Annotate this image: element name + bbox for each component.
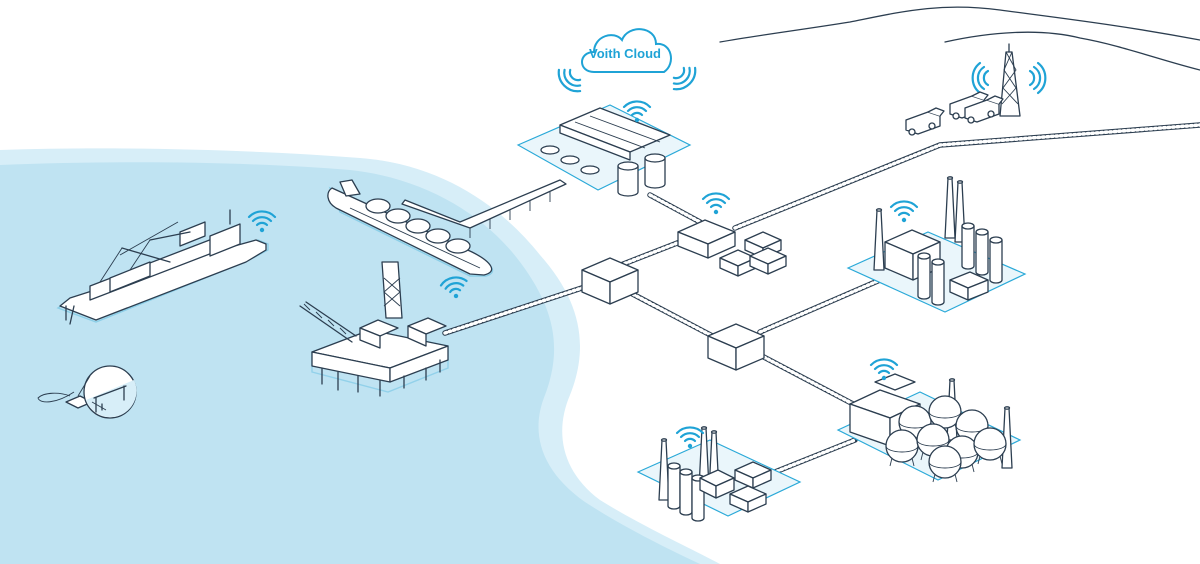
processing-plant bbox=[516, 100, 692, 197]
subsea-equipment bbox=[37, 365, 137, 419]
truck-icon bbox=[905, 91, 1004, 136]
mountains bbox=[719, 6, 1200, 71]
ship-icon bbox=[56, 209, 277, 325]
cloud-label: Voith Cloud bbox=[589, 46, 661, 61]
factory-icon bbox=[846, 176, 1027, 313]
tank-farm-icon bbox=[836, 358, 1022, 483]
refinery-icon bbox=[636, 426, 802, 522]
tanker-icon bbox=[327, 179, 494, 277]
control-station bbox=[677, 192, 787, 277]
oil-platform-icon bbox=[299, 261, 471, 397]
radio-tower-icon bbox=[971, 43, 1047, 117]
jetty bbox=[401, 179, 567, 238]
cloud-icon: Voith Cloud bbox=[552, 28, 702, 98]
